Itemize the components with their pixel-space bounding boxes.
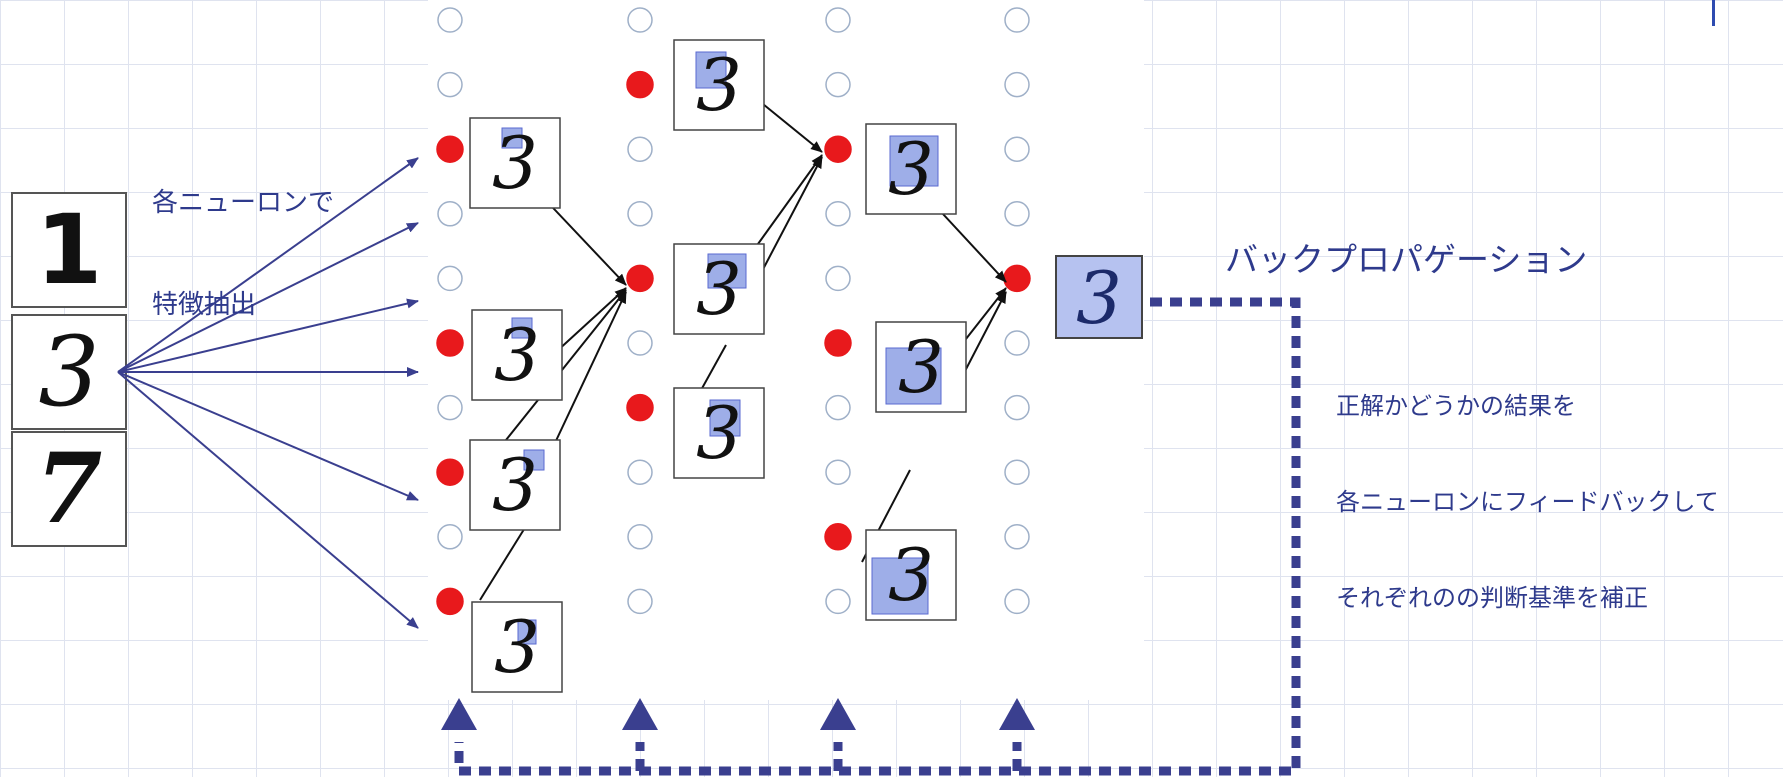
active-neuron (626, 393, 654, 422)
feature-digit: 3 (492, 443, 538, 527)
input-digit-3: 7 (36, 432, 103, 545)
input-box-3 (11, 431, 127, 547)
backprop-label: バックプロパゲーション (1225, 240, 1588, 279)
feature-box: 3 (469, 117, 561, 209)
feature-box: 3 (471, 309, 563, 401)
active-neuron (824, 135, 852, 163)
feature-highlight (695, 51, 727, 89)
feedback-path (454, 297, 1301, 776)
feature-highlight (885, 347, 942, 405)
active-neuron (824, 523, 852, 551)
active-neuron (1003, 264, 1031, 293)
neuron (1004, 394, 1030, 421)
feature-digit: 3 (696, 43, 742, 127)
feature-digit: 3 (888, 127, 934, 211)
feature-digit: 3 (494, 313, 540, 397)
up-arrow-icon (999, 698, 1035, 730)
active-neuron (436, 458, 464, 486)
feature-highlight (511, 317, 533, 339)
input-digits: 1 3 7 (11, 192, 127, 547)
feature-digit: 3 (492, 121, 538, 205)
neuron (1004, 201, 1030, 227)
neuron (437, 71, 463, 98)
neuron (1004, 136, 1030, 162)
active-neuron (626, 264, 654, 293)
neuron (627, 136, 653, 162)
feature-box: 3 (865, 529, 957, 621)
input-box-1 (11, 192, 127, 308)
feature-box: 3 (673, 243, 765, 335)
neuron (825, 7, 851, 33)
neuron (627, 524, 653, 550)
desc-line1: 正解かどうかの結果を (1336, 392, 1576, 420)
active-neuron (626, 70, 654, 99)
up-arrow-icon (820, 698, 856, 730)
neuron (627, 459, 653, 485)
feature-box: 3 (471, 601, 563, 693)
feature-highlight (709, 399, 741, 437)
feature-digit: 3 (898, 325, 944, 409)
desc-line2: 各ニューロンにフィードバックして (1336, 488, 1719, 516)
feature-extraction-label: 各ニューロンで 特徴抽出 (152, 118, 334, 356)
neuron (627, 7, 653, 33)
feature-box: 3 (673, 39, 765, 131)
neuron-layers (436, 7, 1031, 616)
neuron (437, 265, 463, 292)
feature-digit: 3 (696, 391, 742, 475)
neuron (627, 588, 653, 615)
output-digit: 3 (1076, 256, 1122, 340)
neuron (437, 394, 463, 421)
neuron (437, 524, 463, 550)
neuron (627, 201, 653, 227)
feature-box-frame (471, 601, 563, 693)
feature-box: 3 (875, 321, 967, 413)
neuron (1004, 71, 1030, 98)
active-neuron (436, 329, 464, 357)
neuron (437, 7, 463, 33)
feature-highlight (889, 135, 939, 187)
feature-box: 3 (469, 439, 561, 531)
neuron (1004, 524, 1030, 550)
neuron (825, 71, 851, 98)
input-digit-1: 1 (36, 194, 103, 306)
feature-highlight (707, 253, 747, 289)
feature-box: 3 (673, 387, 765, 479)
input-digit-2: 3 (38, 316, 99, 428)
feature-digit: 3 (494, 605, 540, 689)
input-arrows (117, 157, 419, 629)
up-arrow-icon (441, 698, 477, 730)
backprop-description: 正解かどうかの結果を 各ニューロンにフィードバックして それぞれのの判断基準を補… (1336, 326, 1719, 646)
feedback-arrowheads (441, 698, 1035, 730)
feature-highlight (871, 557, 929, 615)
neuron (825, 201, 851, 227)
active-neuron (436, 587, 464, 616)
neuron (437, 201, 463, 227)
neuron (825, 394, 851, 421)
desc-line3: それぞれのの判断基準を補正 (1336, 584, 1648, 612)
feature-highlight (501, 127, 523, 149)
up-arrow-icon (622, 698, 658, 730)
neuron (1004, 588, 1030, 615)
neuron (1004, 7, 1030, 33)
output-box: 3 (1055, 255, 1143, 340)
feature-highlight (517, 619, 537, 645)
neuron (1004, 459, 1030, 485)
feature-digit: 3 (888, 533, 934, 617)
feature-highlight (523, 449, 545, 471)
active-neuron (824, 329, 852, 357)
feature-label-line2: 特徴抽出 (152, 290, 257, 320)
feature-box-frame (469, 439, 561, 531)
neuron (627, 330, 653, 356)
neuron (825, 265, 851, 292)
neuron (825, 459, 851, 485)
active-neuron (436, 135, 464, 163)
neuron (825, 588, 851, 615)
feature-box: 3 (865, 123, 957, 215)
feature-label-line1: 各ニューロンで (152, 188, 335, 218)
neuron (1004, 330, 1030, 356)
feature-boxes: 3 3 3 3 3 3 3 3 3 3 (469, 39, 967, 693)
feature-digit: 3 (696, 247, 742, 331)
corner-accent (1712, 0, 1715, 26)
